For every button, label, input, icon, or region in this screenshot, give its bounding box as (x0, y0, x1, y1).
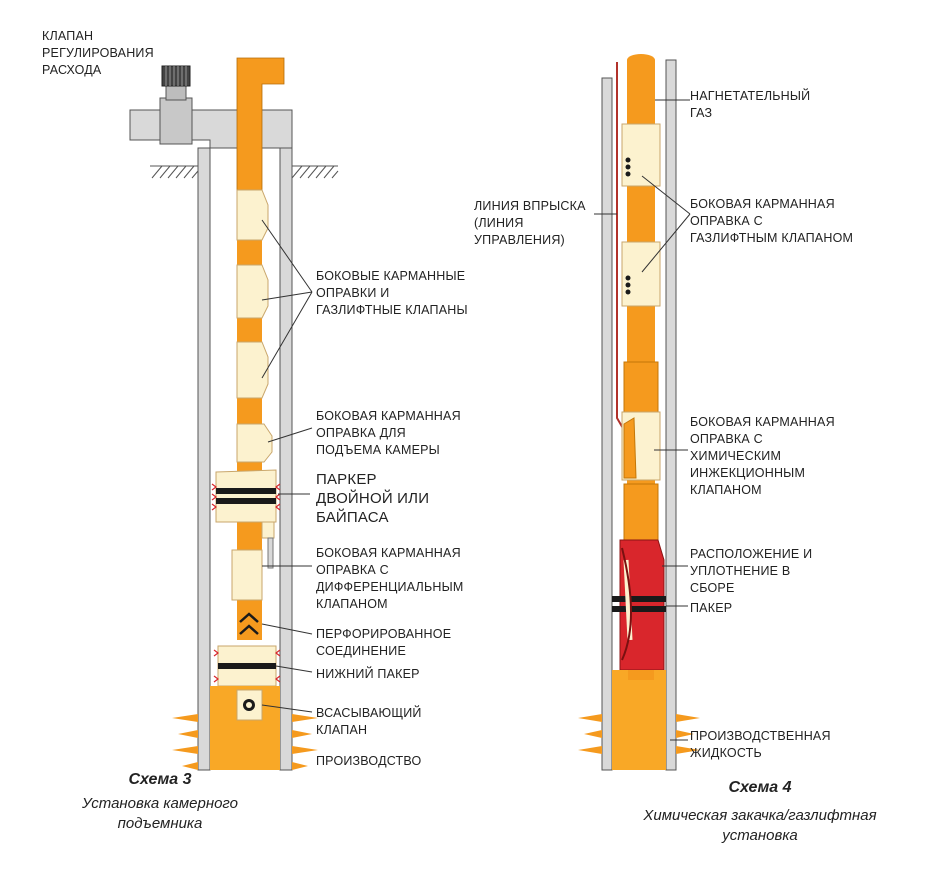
gas-lift-mandrel-4b (622, 242, 660, 306)
tubing (237, 190, 262, 610)
casing4-right-wall (666, 60, 676, 770)
label-chamber-lift-mandrel: БОКОВАЯ КАРМАННАЯ ОПРАВКА ДЛЯ ПОДЪЕМА КА… (316, 408, 461, 459)
production-zone-4 (612, 670, 666, 770)
gas-lift-mandrel-2 (237, 265, 268, 318)
perforated-joint (237, 608, 262, 640)
chamber-lift-mandrel (237, 424, 272, 462)
chemical-injection-mandrel (622, 362, 660, 540)
packer4 (612, 540, 666, 670)
scheme4-caption-subtitle: Химическая закачка/газлифтная установка (600, 806, 920, 846)
label-lower-packer: НИЖНИЙ ПАКЕР (316, 666, 420, 683)
tubing4-bottom (628, 670, 654, 680)
scheme4-well (578, 54, 700, 770)
label-packer: ПАКЕР (690, 600, 732, 617)
label-injection-gas: НАГНЕТАТЕЛЬНЫЙ ГАЗ (690, 88, 810, 122)
label-perforated-joint: ПЕРФОРИРОВАННОЕ СОЕДИНЕНИЕ (316, 626, 451, 660)
scheme4-caption-title: Схема 4 (640, 778, 880, 798)
scheme3-well (130, 58, 338, 770)
label-differential-valve-mandrel: БОКОВАЯ КАРМАННАЯ ОПРАВКА С ДИФФЕРЕНЦИАЛ… (316, 545, 463, 613)
flow-control-valve (160, 66, 192, 144)
wellhead-pipe (130, 110, 292, 148)
label-standing-valve: ВСАСЫВАЮЩИЙ КЛАПАН (316, 705, 422, 739)
label-side-pocket-mandrels: БОКОВЫЕ КАРМАННЫЕ ОПРАВКИ И ГАЗЛИФТНЫЕ К… (316, 268, 468, 319)
scheme3-caption-subtitle: Установка камерного подъемника (20, 794, 300, 834)
label-flow-control-valve: КЛАПАН РЕГУЛИРОВАНИЯ РАСХОДА (42, 28, 154, 79)
differential-valve-mandrel (232, 550, 262, 600)
casing4-left-wall (602, 78, 612, 770)
label-seal-assembly: РАСПОЛОЖЕНИЕ И УПЛОТНЕНИЕ В СБОРЕ (690, 546, 812, 597)
label-production: ПРОИЗВОДСТВО (316, 753, 421, 770)
label-chemical-injection-mandrel: БОКОВАЯ КАРМАННАЯ ОПРАВКА С ХИМИЧЕСКИМ И… (690, 414, 835, 499)
gas-lift-mandrel-4a (622, 124, 660, 186)
casing-right-wall (280, 110, 292, 770)
lower-packer (214, 646, 280, 686)
label-production-fluid: ПРОИЗВОДСТВЕННАЯ ЖИДКОСТЬ (690, 728, 831, 762)
scheme3-caption-title: Схема 3 (40, 770, 280, 790)
label-gas-lift-mandrel: БОКОВАЯ КАРМАННАЯ ОПРАВКА С ГАЗЛИФТНЫМ К… (690, 196, 853, 247)
label-dual-packer: ПАРКЕР ДВОЙНОЙ ИЛИ БАЙПАСА (316, 470, 429, 527)
casing-left-wall (198, 148, 210, 770)
gas-lift-mandrel-3 (237, 342, 268, 398)
standing-valve (237, 690, 262, 720)
label-injection-line: ЛИНИЯ ВПРЫСКА (ЛИНИЯ УПРАВЛЕНИЯ) (474, 198, 586, 249)
gas-lift-mandrel-1 (237, 190, 268, 240)
